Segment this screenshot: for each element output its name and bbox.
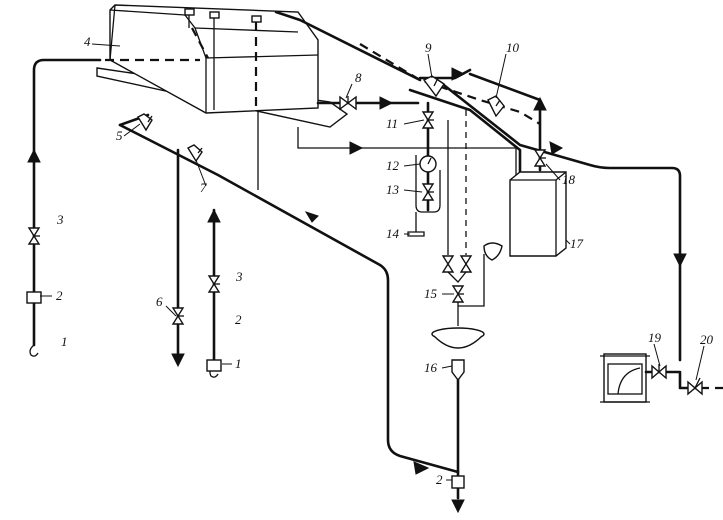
label-19: 19 [648, 330, 662, 345]
flow-arrow-icon [549, 141, 564, 155]
flow-arrow-icon [171, 353, 185, 368]
right-unit [600, 353, 723, 403]
left-supply-riser [26, 58, 102, 357]
label-10: 10 [506, 40, 520, 55]
label-17: 17 [570, 236, 584, 251]
top-fitting [184, 8, 195, 16]
label-2: 2 [56, 288, 63, 303]
label-1: 1 [61, 334, 68, 349]
valve-19 [651, 364, 667, 380]
flow-arrow-icon [349, 141, 364, 155]
vessel-17 [509, 171, 567, 257]
valve-15 [451, 285, 465, 303]
flow-arrow-icon [207, 208, 221, 223]
drain-cock-14 [407, 231, 425, 237]
label-6: 6 [156, 294, 163, 309]
flow-arrow-icon [673, 253, 687, 268]
bowl [431, 327, 485, 349]
middle-supply-riser [206, 208, 222, 378]
flow-arrow-icon [27, 148, 41, 163]
top-fitting [209, 11, 220, 19]
label-18: 18 [562, 172, 576, 187]
label-20: 20 [700, 332, 714, 347]
flow-arrow-icon [451, 67, 466, 81]
filter-2 [206, 359, 222, 372]
label-9: 9 [425, 40, 432, 55]
label-3b: 3 [235, 269, 243, 284]
label-14: 14 [386, 226, 400, 241]
inlet-hook [29, 344, 39, 357]
label-2c: 2 [436, 472, 443, 487]
flow-arrow-icon [451, 499, 465, 514]
lower-branch [431, 242, 503, 514]
valve-6 [171, 307, 185, 325]
nozzle-head [483, 242, 503, 261]
flow-arrow-icon [413, 461, 430, 475]
valve-18 [533, 149, 547, 167]
main-diagonal-line [118, 110, 460, 475]
flow-arrow-icon [533, 96, 547, 111]
label-15: 15 [424, 286, 438, 301]
valve-13 [421, 183, 435, 201]
valve-8 [339, 95, 357, 111]
callout-labels: 1 2 3 4 5 6 7 1 2 3 8 9 10 11 12 13 14 1… [56, 34, 714, 487]
label-3: 3 [56, 212, 64, 227]
label-11: 11 [386, 116, 398, 131]
tank-4 [96, 4, 349, 128]
label-5: 5 [116, 128, 123, 143]
filter-16 [451, 359, 465, 382]
filter-2 [26, 291, 42, 304]
outlet-line-8 [316, 95, 420, 111]
valve-10 [487, 95, 505, 118]
label-16: 16 [424, 360, 438, 375]
label-8: 8 [355, 70, 362, 85]
filter-2 [451, 475, 465, 489]
valve-9 [422, 75, 445, 98]
label-7: 7 [200, 180, 207, 195]
upper-network [274, 10, 687, 362]
instrument-branch [407, 101, 467, 255]
valve-pair [441, 255, 473, 273]
valve-3 [207, 275, 221, 293]
label-13: 13 [386, 182, 400, 197]
label-1b: 1 [235, 356, 242, 371]
drain-line-6 [171, 148, 185, 368]
valve-3 [27, 227, 41, 245]
flow-arrow-icon [379, 96, 394, 110]
gauge-12 [419, 155, 437, 173]
flow-arrow-icon [304, 211, 319, 223]
label-2b: 2 [235, 312, 242, 327]
valve-5 [137, 113, 153, 132]
valve-11 [421, 111, 435, 129]
valve-7 [187, 144, 203, 163]
label-12: 12 [386, 158, 400, 173]
label-4: 4 [84, 34, 91, 49]
valve-20 [687, 377, 703, 396]
feed-line-to-17 [297, 127, 517, 178]
heat-exchanger [603, 353, 647, 403]
top-fitting [251, 15, 262, 23]
leader-lines [40, 43, 705, 481]
